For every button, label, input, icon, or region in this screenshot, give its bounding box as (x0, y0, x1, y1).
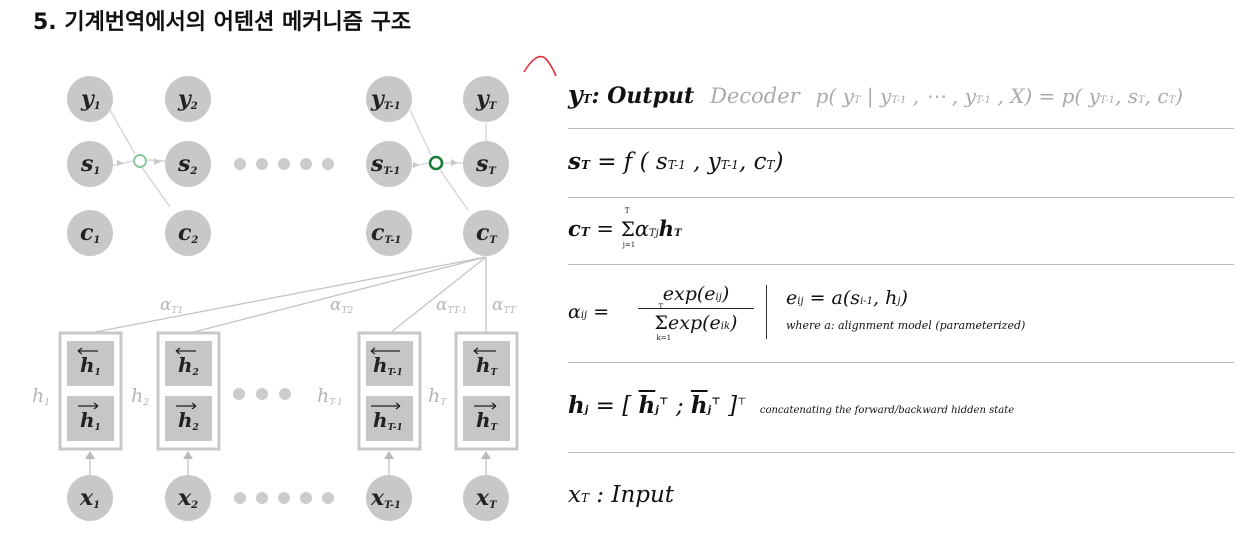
node-cT-1: cT-1 (371, 220, 401, 246)
divider-1 (568, 128, 1234, 129)
label-hT: hT (428, 385, 447, 408)
divider-3 (568, 264, 1234, 265)
ellipsis-dots-x (234, 492, 334, 504)
box-hT-forward: hT (476, 408, 499, 433)
hidden-boxes (58, 331, 519, 451)
node-yT-1: yT-1 (370, 86, 401, 112)
box-hT-1-forward: hT-1 (373, 408, 403, 433)
node-xT-1: xT-1 (370, 485, 401, 511)
eq-input: xT : Input (568, 482, 675, 508)
node-yT: yT (475, 86, 498, 112)
label-h1: h1 (32, 385, 50, 408)
node-c1: c1 (80, 220, 100, 246)
label-hT-1: hT-1 (317, 385, 343, 408)
alpha-TT: αTT (492, 295, 517, 316)
eq-hidden: hj = [ hj⊤ ; hj⊤ ]⊤ concatenating the fo… (568, 392, 1015, 419)
box-h2-backward: h2 (178, 353, 199, 378)
page-title: 5. 기계번역에서의 어텐션 메커니즘 구조 (33, 10, 412, 35)
box-h1-backward: h1 (80, 353, 101, 378)
node-s1: s1 (80, 151, 100, 177)
box-hT-backward: hT (476, 353, 499, 378)
box-h1-forward: h1 (80, 408, 101, 433)
node-xT: xT (475, 485, 498, 511)
label-h2: h2 (131, 385, 149, 408)
divider-5 (568, 452, 1234, 453)
eq-state: sT = f ( sT-1 , yT-1, cT) (568, 148, 784, 175)
node-x2: x2 (177, 485, 198, 511)
node-sT: sT (475, 151, 497, 177)
alpha-TT-1: αTT-1 (436, 295, 467, 316)
alpha-T2: αT2 (330, 295, 353, 316)
box-hT-1-backward: hT-1 (373, 353, 403, 378)
ellipsis-dots-s (234, 158, 334, 170)
box-h2-forward: h2 (178, 408, 199, 433)
ellipsis-dots-h (233, 388, 291, 400)
node-y1: y1 (80, 86, 101, 112)
node-sT-1: sT-1 (370, 151, 400, 177)
alpha-T1: αT1 (160, 295, 183, 316)
node-s2: s2 (177, 151, 197, 177)
pen-mark (523, 55, 557, 77)
node-cT: cT (476, 220, 498, 246)
node-x1: x1 (79, 485, 100, 511)
node-y2: y2 (177, 86, 198, 112)
divider-2 (568, 197, 1234, 198)
divider-4 (568, 362, 1234, 363)
node-c2: c2 (178, 220, 198, 246)
eq-output: yT: Output Decoder p( yT | yT-1 , ⋯ , yT… (568, 80, 1184, 109)
